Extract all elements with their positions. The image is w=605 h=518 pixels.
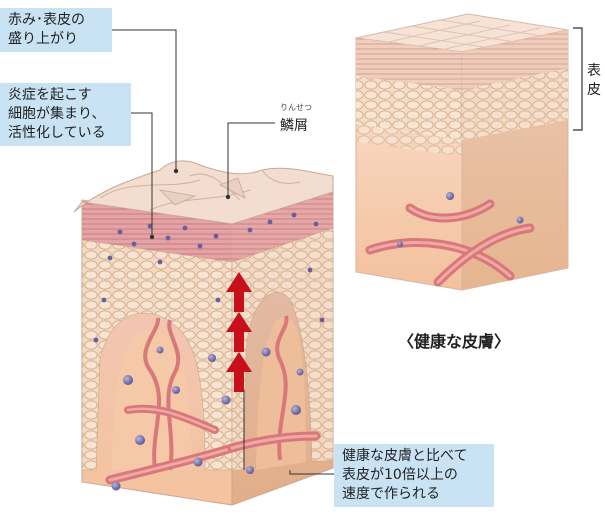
healthy-skin-caption: 〈健康な皮膚〉 [398, 328, 510, 352]
callout-redness: 赤み･表皮の 盛り上がり [0, 8, 112, 52]
epidermis-bracket [573, 28, 582, 130]
epidermis-label: 表 皮 [587, 62, 603, 100]
healthy-skin-block [356, 14, 568, 290]
callout-speed: 健康な皮膚と比べて 表皮が10倍以上の 速度で作られる [334, 444, 494, 507]
scale-label: 鱗屑 [280, 115, 308, 135]
scale-reading: りんせつ [280, 102, 312, 113]
psoriasis-skin-block [74, 161, 333, 505]
callout-inflammation: 炎症を起こす 細胞が集まり、 活性化している [0, 83, 131, 146]
